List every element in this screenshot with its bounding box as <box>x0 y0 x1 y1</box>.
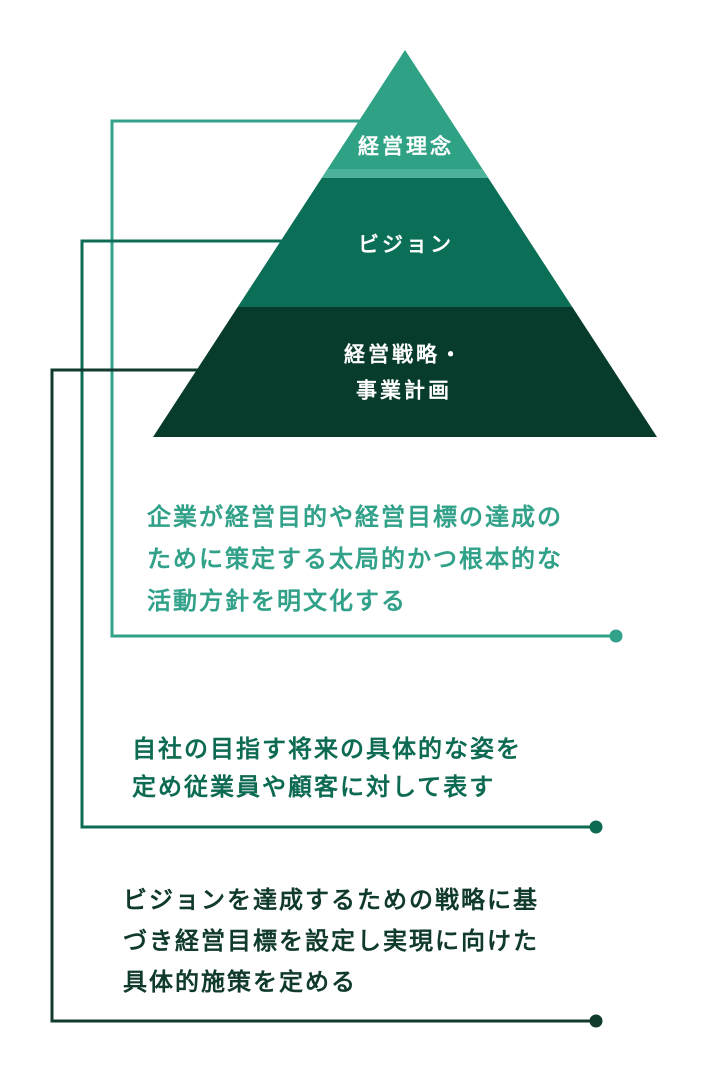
tier-label-strategy-line-2: 事業計画 <box>356 379 452 403</box>
annotation-line: 具体的施策を定める <box>123 969 357 996</box>
pyramid-tier-philosophy <box>321 50 489 178</box>
tier-label-philosophy: 経営理念 <box>358 135 454 159</box>
connector-line-philosophy <box>110 119 616 638</box>
connector-endpoint-dot-vision <box>589 820 603 834</box>
annotation-line: 自社の目指す将来の具体的な姿を <box>132 736 522 763</box>
pyramid-tier-vision <box>237 178 573 307</box>
annotation-line: 定め従業員や顧客に対して表す <box>132 774 496 801</box>
annotation-line: ビジョンを達成するための戦略に基 <box>123 887 539 914</box>
connector-strategy <box>50 368 603 1028</box>
annotation-line: ために策定する太局的かつ根本的な <box>147 546 563 573</box>
annotation-line: 活動方針を明文化する <box>147 588 407 615</box>
connector-vision <box>80 239 603 834</box>
pyramid-tier-strategy <box>153 307 657 437</box>
pyramid-tier-philosophy-highlight-band <box>321 169 489 178</box>
connector-philosophy <box>110 119 623 643</box>
connector-endpoint-dot-philosophy <box>609 629 623 643</box>
connector-endpoint-dot-strategy <box>589 1014 603 1028</box>
annotation-line: 企業が経営目的や経営目標の達成の <box>147 504 563 531</box>
connector-line-vision <box>80 239 596 829</box>
annotation-note-vision: 自社の目指す将来の具体的な姿を 定め従業員や顧客に対して表す <box>132 731 522 807</box>
annotation-note-philosophy: 企業が経営目的や経営目標の達成の ために策定する太局的かつ根本的な 活動方針を明… <box>147 497 563 623</box>
annotation-note-strategy: ビジョンを達成するための戦略に基 づき経営目標を設定し実現に向けた 具体的施策を… <box>123 880 539 1003</box>
connector-line-strategy <box>50 368 596 1023</box>
tier-label-strategy-line-1: 経営戦略・ <box>344 343 464 367</box>
tier-label-vision: ビジョン <box>358 234 454 257</box>
annotation-line: づき経営目標を設定し実現に向けた <box>123 928 539 955</box>
